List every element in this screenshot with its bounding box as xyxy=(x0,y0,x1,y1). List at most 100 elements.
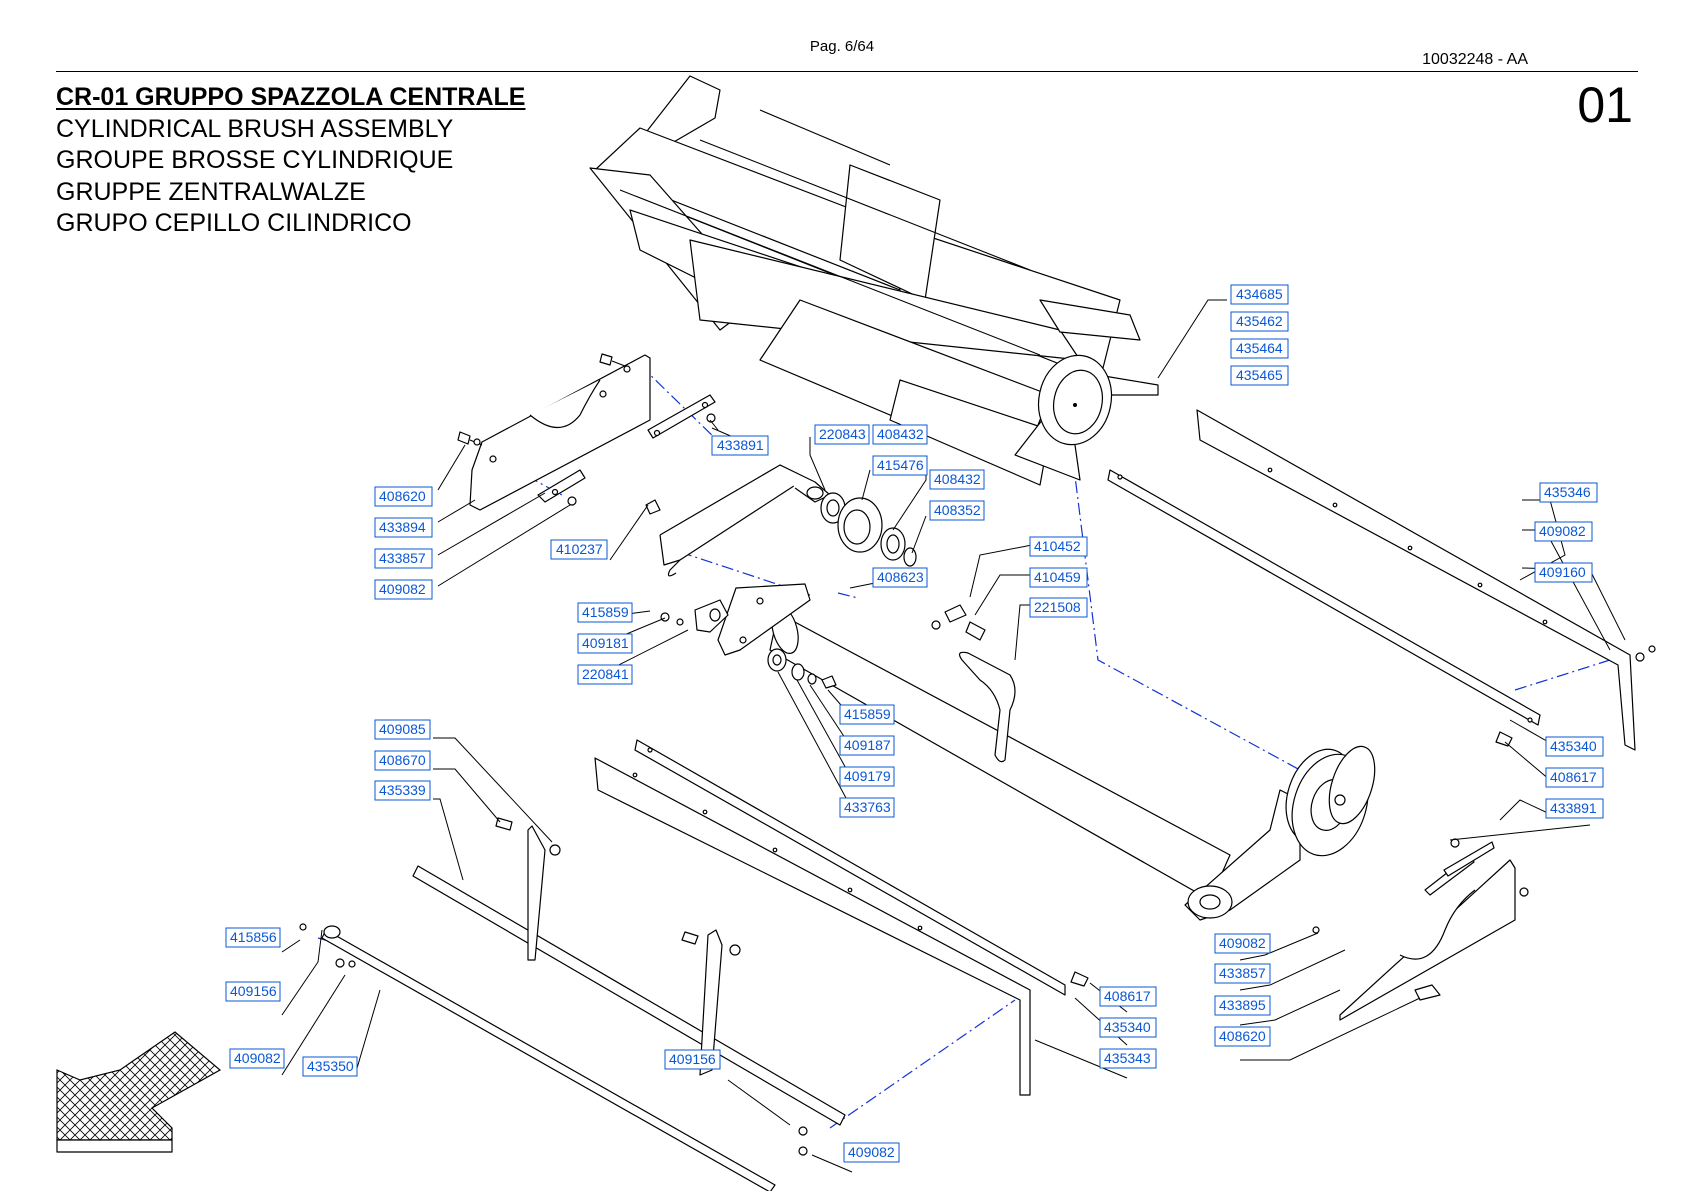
svg-text:435465: 435465 xyxy=(1236,367,1283,383)
svg-text:408623: 408623 xyxy=(877,569,924,585)
screws-front-flap xyxy=(798,971,1089,1156)
svg-text:410459: 410459 xyxy=(1034,569,1081,585)
svg-text:435340: 435340 xyxy=(1550,738,1597,754)
svg-text:409181: 409181 xyxy=(582,635,629,651)
part-label[interactable]: 435465 xyxy=(1230,365,1289,386)
svg-text:433763: 433763 xyxy=(844,799,891,815)
svg-text:409085: 409085 xyxy=(379,721,426,737)
svg-text:408620: 408620 xyxy=(1219,1028,1266,1044)
part-label[interactable]: 409082 xyxy=(1214,933,1271,954)
svg-text:415476: 415476 xyxy=(877,457,924,473)
part-label[interactable]: 435340 xyxy=(1099,1017,1157,1038)
part-label[interactable]: 415476 xyxy=(872,455,928,476)
part-label[interactable]: 433857 xyxy=(1214,963,1271,984)
washer-set-center xyxy=(767,648,837,689)
part-label[interactable]: 409156 xyxy=(664,1049,721,1070)
strip-435340-right xyxy=(1107,469,1541,726)
part-label[interactable]: 415859 xyxy=(577,602,633,623)
screws-left-cluster xyxy=(457,353,716,515)
part-label[interactable]: 435343 xyxy=(1099,1048,1157,1069)
part-label[interactable]: 409179 xyxy=(839,766,895,787)
part-label[interactable]: 435462 xyxy=(1230,311,1289,332)
svg-text:434685: 434685 xyxy=(1236,286,1283,302)
part-label[interactable]: 408623 xyxy=(872,567,928,588)
part-label[interactable]: 409156 xyxy=(225,981,281,1002)
part-label[interactable]: 409082 xyxy=(374,579,433,600)
part-label[interactable]: 433857 xyxy=(374,548,433,569)
brush-section-hatched xyxy=(56,1031,222,1153)
part-label[interactable]: 410237 xyxy=(550,539,608,560)
part-label[interactable]: 410452 xyxy=(1029,536,1088,557)
part-label[interactable]: 435339 xyxy=(374,780,431,801)
svg-text:435462: 435462 xyxy=(1236,313,1283,329)
svg-text:220841: 220841 xyxy=(582,666,629,682)
svg-text:433895: 433895 xyxy=(1219,997,1266,1013)
subtitle-en: CYLINDRICAL BRUSH ASSEMBLY xyxy=(56,114,454,143)
part-label[interactable]: 408352 xyxy=(929,500,985,521)
svg-text:409082: 409082 xyxy=(234,1050,281,1066)
front-flap-435343 xyxy=(594,757,1031,1096)
svg-text:220843: 220843 xyxy=(819,426,866,442)
part-label[interactable]: 408617 xyxy=(1099,986,1157,1007)
part-label[interactable]: 433891 xyxy=(1545,798,1604,819)
part-label[interactable]: 409082 xyxy=(843,1142,900,1163)
part-label[interactable]: 415856 xyxy=(225,927,281,948)
strip-435340-front xyxy=(634,739,1066,996)
part-label[interactable]: 409082 xyxy=(229,1048,285,1069)
part-label[interactable]: 435464 xyxy=(1230,338,1289,359)
fittings-410452-410459 xyxy=(931,604,986,641)
svg-text:433857: 433857 xyxy=(379,550,426,566)
svg-text:408432: 408432 xyxy=(877,426,924,442)
svg-text:415856: 415856 xyxy=(230,929,277,945)
part-label[interactable]: 433763 xyxy=(839,797,895,818)
part-label[interactable]: 435346 xyxy=(1539,482,1598,503)
svg-text:409082: 409082 xyxy=(848,1144,895,1160)
part-label[interactable]: 409187 xyxy=(839,735,895,756)
svg-text:435464: 435464 xyxy=(1236,340,1283,356)
wheel-assembly xyxy=(1184,745,1376,921)
subtitle-es: GRUPO CEPILLO CILINDRICO xyxy=(56,209,412,237)
part-label[interactable]: 409160 xyxy=(1534,562,1593,583)
part-labels: 434685 435462 435464 435465 220843 40843… xyxy=(225,284,1604,1163)
part-label[interactable]: 435340 xyxy=(1545,736,1604,757)
part-label[interactable]: 435350 xyxy=(302,1056,358,1077)
part-label[interactable]: 408432 xyxy=(929,469,985,490)
svg-text:408432: 408432 xyxy=(934,471,981,487)
part-label[interactable]: 220841 xyxy=(577,664,633,685)
part-label[interactable]: 221508 xyxy=(1029,597,1088,618)
part-label[interactable]: 409082 xyxy=(1534,521,1593,542)
title-block: CR-01 GRUPPO SPAZZOLA CENTRALE CYLINDRIC… xyxy=(56,82,525,240)
part-label[interactable]: 415859 xyxy=(839,704,895,725)
svg-text:433891: 433891 xyxy=(717,437,764,453)
svg-text:409156: 409156 xyxy=(669,1051,716,1067)
subtitle-de: GRUPPE ZENTRALWALZE xyxy=(56,177,366,206)
part-label[interactable]: 433891 xyxy=(711,435,769,456)
part-label[interactable]: 408620 xyxy=(374,486,433,507)
part-label[interactable]: 408432 xyxy=(872,424,928,445)
part-label[interactable]: 220843 xyxy=(814,424,870,445)
svg-text:408670: 408670 xyxy=(379,752,426,768)
plate-220841 xyxy=(660,599,729,633)
part-label[interactable]: 433894 xyxy=(374,517,433,538)
part-label[interactable]: 408617 xyxy=(1545,767,1604,788)
svg-text:408620: 408620 xyxy=(379,488,426,504)
subtitle-fr: GROUPE BROSSE CYLINDRIQUE xyxy=(56,146,454,174)
left-side-bracket xyxy=(469,354,651,511)
page-number: Pag. 6/64 xyxy=(809,38,875,55)
part-label[interactable]: 409181 xyxy=(577,633,633,654)
part-label[interactable]: 409085 xyxy=(374,719,431,740)
svg-text:408617: 408617 xyxy=(1550,769,1597,785)
small-plate-433891-top xyxy=(647,394,716,439)
svg-text:408617: 408617 xyxy=(1104,988,1151,1004)
part-label[interactable]: 434685 xyxy=(1230,284,1289,305)
part-label[interactable]: 408670 xyxy=(374,750,431,771)
part-label[interactable]: 410459 xyxy=(1029,567,1088,588)
svg-text:435340: 435340 xyxy=(1104,1019,1151,1035)
spring-link xyxy=(958,651,1016,763)
part-label[interactable]: 408620 xyxy=(1214,1026,1271,1047)
part-label[interactable]: 433895 xyxy=(1214,995,1271,1016)
svg-text:435346: 435346 xyxy=(1544,484,1591,500)
svg-text:221508: 221508 xyxy=(1034,599,1081,615)
rod-435350 xyxy=(299,923,776,1191)
svg-text:433857: 433857 xyxy=(1219,965,1266,981)
